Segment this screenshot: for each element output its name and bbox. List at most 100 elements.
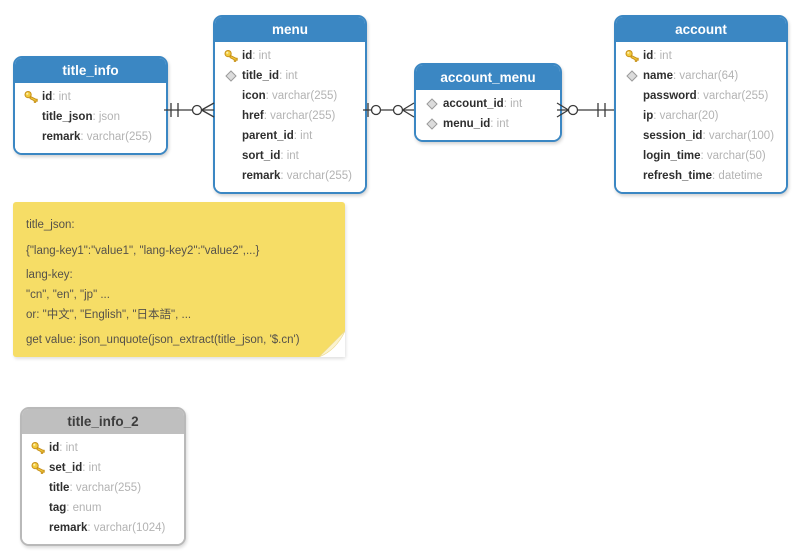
field-row[interactable]: remark: varchar(255) [215, 166, 365, 186]
no-icon [224, 149, 238, 163]
field-row[interactable]: icon: varchar(255) [215, 86, 365, 106]
field-type: : varchar(50) [700, 150, 766, 162]
field-row[interactable]: menu_id: int [416, 114, 560, 134]
no-icon [625, 109, 639, 123]
field-name: id [49, 442, 60, 454]
field-row[interactable]: password: varchar(255) [616, 86, 786, 106]
key-icon [31, 461, 45, 475]
no-icon [625, 169, 639, 183]
field-name: password [643, 90, 697, 102]
field-row[interactable]: set_id: int [22, 458, 184, 478]
field-row[interactable]: name: varchar(64) [616, 66, 786, 86]
no-icon [625, 149, 639, 163]
field-type: : int [280, 150, 299, 162]
field-row[interactable]: title: varchar(255) [22, 478, 184, 498]
field-type: : int [82, 462, 101, 474]
field-type: : int [293, 130, 313, 142]
table-header[interactable]: title_info [15, 58, 166, 83]
field-type: : int [279, 70, 298, 82]
entity-table-account[interactable]: account id: int name: varchar(64) passwo… [614, 15, 788, 194]
field-row[interactable]: refresh_time: datetime [616, 166, 786, 186]
field-name: name [643, 70, 674, 82]
field-name: login_time [643, 150, 701, 162]
no-icon [224, 169, 238, 183]
entity-table-account_menu[interactable]: account_menu account_id: int menu_id: in… [414, 63, 562, 142]
diamond-icon [425, 97, 439, 111]
no-icon [224, 129, 238, 143]
field-name: session_id [643, 130, 703, 142]
note-text-line: lang-key: [26, 269, 73, 281]
field-type: : varchar(20) [653, 110, 719, 122]
field-row[interactable]: parent_id: int [215, 126, 365, 146]
table-header[interactable]: account [616, 17, 786, 42]
table-header[interactable]: title_info_2 [22, 409, 184, 434]
field-name: icon [242, 90, 266, 102]
field-type: : json [92, 111, 120, 123]
field-name: parent_id [242, 130, 294, 142]
connector-menu-account_menu[interactable] [363, 96, 415, 124]
note-text-line: get value: json_unquote(json_extract(tit… [26, 334, 300, 346]
field-row[interactable]: session_id: varchar(100) [616, 126, 786, 146]
field-name: tag [49, 502, 67, 514]
field-row[interactable]: remark: varchar(255) [15, 127, 166, 147]
field-row[interactable]: account_id: int [416, 94, 560, 114]
field-row[interactable]: sort_id: int [215, 146, 365, 166]
field-type: : int [653, 50, 672, 62]
field-type: : varchar(255) [280, 170, 352, 182]
no-icon [625, 129, 639, 143]
note-text-line: or: "中文", "English", "日本語", ... [26, 309, 192, 321]
no-icon [31, 501, 45, 515]
table-body: account_id: int menu_id: int [416, 90, 560, 140]
field-row[interactable]: tag: enum [22, 498, 184, 518]
no-icon [224, 109, 238, 123]
key-icon [24, 90, 38, 104]
field-name: ip [643, 110, 654, 122]
field-type: : varchar(64) [673, 70, 739, 82]
no-icon [224, 89, 238, 103]
field-row[interactable]: remark: varchar(1024) [22, 518, 184, 538]
field-row[interactable]: id: int [15, 87, 166, 107]
no-icon [31, 481, 45, 495]
field-name: id [42, 91, 53, 103]
table-body: id: int title_id: int icon: varchar(255)… [215, 42, 365, 192]
field-name: refresh_time [643, 170, 713, 182]
connector-title_info-menu[interactable] [164, 96, 215, 124]
table-body: id: int set_id: int title: varchar(255) … [22, 434, 184, 544]
note-folded-corner-icon [319, 331, 345, 357]
field-name: set_id [49, 462, 83, 474]
field-row[interactable]: id: int [616, 46, 786, 66]
field-type: : enum [66, 502, 102, 514]
field-row[interactable]: id: int [22, 438, 184, 458]
field-row[interactable]: title_json: json [15, 107, 166, 127]
note-text-line: {"lang-key1":"value1", "lang-key2":"valu… [26, 245, 260, 257]
table-header[interactable]: menu [215, 17, 365, 42]
field-row[interactable]: title_id: int [215, 66, 365, 86]
field-row[interactable]: login_time: varchar(50) [616, 146, 786, 166]
entity-table-title_info[interactable]: title_info id: int title_json: json rema… [13, 56, 168, 155]
sticky-note[interactable]: title_json: {"lang-key1":"value1", "lang… [13, 202, 345, 357]
field-name: title_json [42, 111, 93, 123]
zero-or-many-marker [392, 102, 415, 118]
field-row[interactable]: href: varchar(255) [215, 106, 365, 126]
field-type: : varchar(100) [702, 130, 775, 142]
key-icon [31, 441, 45, 455]
diamond-icon [625, 69, 639, 83]
field-type: : int [59, 442, 78, 454]
field-row[interactable]: ip: varchar(20) [616, 106, 786, 126]
field-type: : varchar(1024) [87, 522, 166, 534]
connector-account_menu-account[interactable] [556, 96, 614, 124]
entity-table-title_info_2[interactable]: title_info_2 id: int set_id: int title: … [20, 407, 186, 546]
diamond-icon [425, 117, 439, 131]
diamond-icon [224, 69, 238, 83]
field-name: remark [242, 170, 281, 182]
field-type: : varchar(255) [696, 90, 769, 102]
entity-table-menu[interactable]: menu id: int title_id: int icon: varchar… [213, 15, 367, 194]
field-type: : int [252, 50, 271, 62]
table-header[interactable]: account_menu [416, 65, 560, 90]
field-name: title [49, 482, 70, 494]
field-name: id [643, 50, 654, 62]
field-type: : datetime [712, 170, 763, 182]
field-row[interactable]: id: int [215, 46, 365, 66]
key-icon [625, 49, 639, 63]
